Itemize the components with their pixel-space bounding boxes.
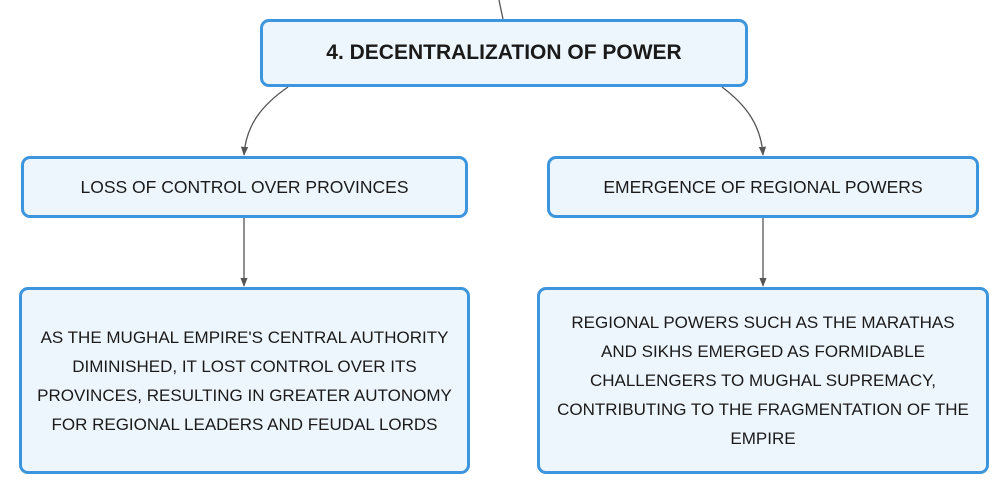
branch-node-regional-powers[interactable]: EMERGENCE OF REGIONAL POWERS [547, 156, 979, 218]
detail-node-loss-of-control[interactable]: AS THE MUGHAL EMPIRE'S CENTRAL AUTHORITY… [19, 287, 470, 474]
connector-root-to-loss-of-control [240, 86, 289, 156]
connector-parent-to-root [498, 0, 504, 20]
branch-node-label: LOSS OF CONTROL OVER PROVINCES [80, 176, 409, 197]
branch-node-label: EMERGENCE OF REGIONAL POWERS [603, 176, 923, 197]
root-node[interactable]: 4. DECENTRALIZATION OF POWER [260, 19, 748, 87]
connector-root-to-regional-powers [721, 86, 767, 156]
detail-node-regional-powers[interactable]: REGIONAL POWERS SUCH AS THE MARATHAS AND… [537, 287, 989, 474]
detail-node-text: AS THE MUGHAL EMPIRE'S CENTRAL AUTHORITY… [37, 327, 452, 434]
root-node-label: 4. DECENTRALIZATION OF POWER [326, 41, 682, 64]
branch-node-loss-of-control[interactable]: LOSS OF CONTROL OVER PROVINCES [21, 156, 468, 218]
detail-node-text: REGIONAL POWERS SUCH AS THE MARATHAS AND… [557, 313, 969, 448]
